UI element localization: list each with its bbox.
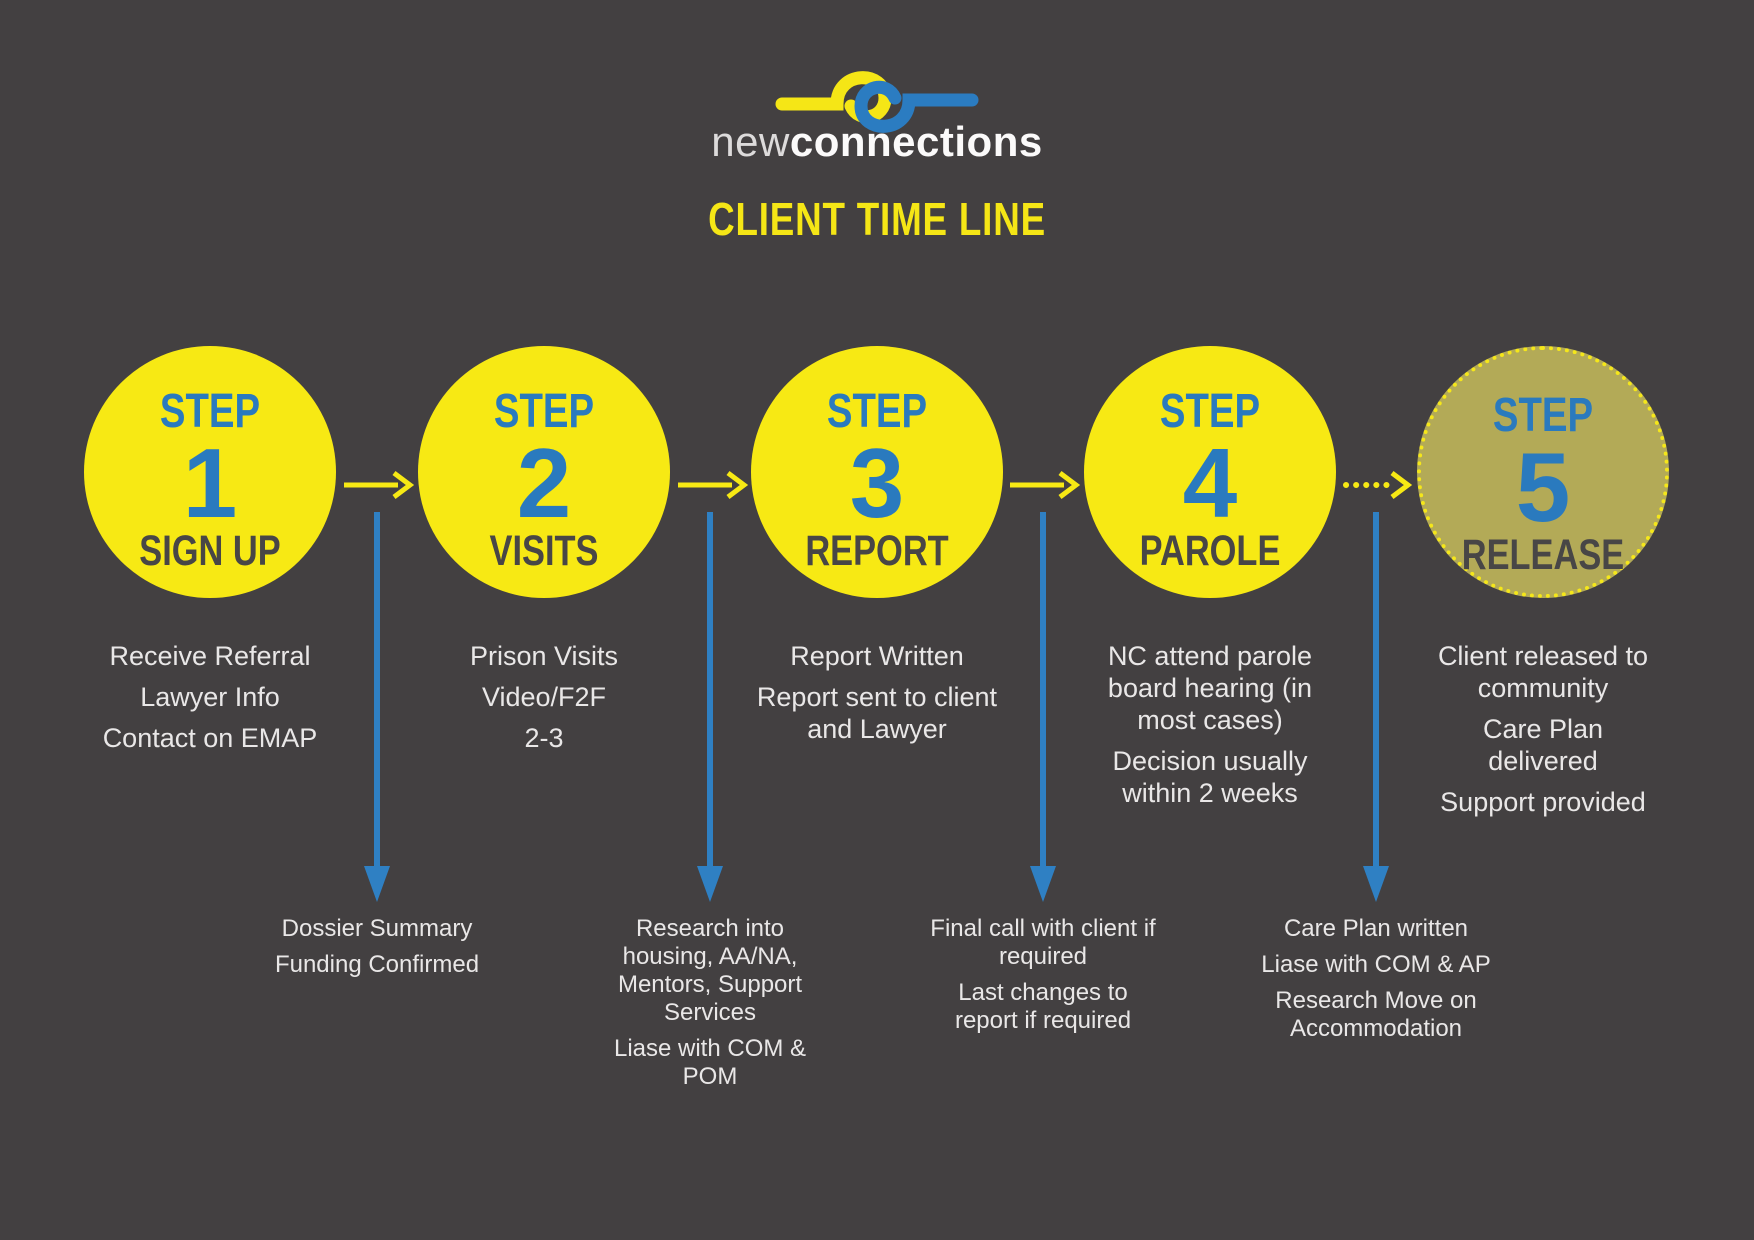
step-4-label: STEP bbox=[1159, 385, 1261, 438]
note-line: Research Move on Accommodation bbox=[1275, 987, 1477, 1042]
step-5-circle: STEP 5 RELEASE bbox=[1417, 346, 1669, 598]
step-4-number: 4 bbox=[1182, 428, 1238, 538]
detail-line: Decision usually within 2 weeks bbox=[1112, 746, 1308, 808]
arrow-step3-to-step4 bbox=[1010, 471, 1081, 499]
arrow-step1-to-step2 bbox=[344, 471, 415, 499]
step-3-number: 3 bbox=[849, 428, 905, 538]
step-3-details: Report Written Report sent to client and… bbox=[717, 640, 1037, 754]
detail-line: Contact on EMAP bbox=[102, 723, 318, 753]
note-line: Final call with client if required bbox=[930, 915, 1156, 970]
step-2-circle: STEP 2 VISITS bbox=[418, 346, 670, 598]
step-2-name: VISITS bbox=[489, 527, 599, 575]
detail-line: Prison Visits bbox=[469, 641, 619, 671]
note-line: Research into housing, AA/NA, Mentors, S… bbox=[617, 915, 803, 1026]
step-4-circle: STEP 4 PAROLE bbox=[1084, 346, 1336, 598]
step-3-name: REPORT bbox=[805, 527, 949, 575]
step-2-label: STEP bbox=[493, 385, 595, 438]
step-3-label: STEP bbox=[826, 385, 928, 438]
step-5-number: 5 bbox=[1515, 432, 1571, 542]
detail-line: Report sent to client and Lawyer bbox=[756, 682, 998, 744]
brand-text-bold: connections bbox=[789, 118, 1043, 165]
step-5-details: Client released to community Care Plan d… bbox=[1383, 640, 1703, 827]
page-title: CLIENT TIME LINE bbox=[708, 193, 1046, 245]
step-3-circle: STEP 3 REPORT bbox=[751, 346, 1003, 598]
detail-line: Client released to community bbox=[1437, 641, 1649, 703]
detail-line: Report Written bbox=[790, 641, 964, 671]
detail-line: Support provided bbox=[1440, 787, 1646, 817]
detail-line: 2-3 bbox=[524, 723, 564, 753]
step-5-label: STEP bbox=[1492, 389, 1594, 442]
detail-line: Video/F2F bbox=[481, 682, 607, 712]
step-1-label: STEP bbox=[159, 385, 261, 438]
step-1-circle: STEP 1 SIGN UP bbox=[84, 346, 336, 598]
notes-after-step-2: Research into housing, AA/NA, Mentors, S… bbox=[540, 915, 880, 1099]
note-line: Liase with COM & POM bbox=[613, 1035, 807, 1090]
detail-line: NC attend parole board hearing (in most … bbox=[1107, 641, 1313, 735]
step-4-name: PAROLE bbox=[1139, 527, 1281, 575]
notes-after-step-1: Dossier Summary Funding Confirmed bbox=[207, 915, 547, 987]
step-1-details: Receive Referral Lawyer Info Contact on … bbox=[50, 640, 370, 763]
step-1-name: SIGN UP bbox=[139, 527, 281, 575]
interlocking-links-logo-icon bbox=[775, 71, 979, 133]
step-4-details: NC attend parole board hearing (in most … bbox=[1050, 640, 1370, 818]
detail-line: Receive Referral bbox=[109, 641, 311, 671]
note-line: Care Plan written bbox=[1283, 915, 1469, 942]
notes-after-step-3: Final call with client if required Last … bbox=[873, 915, 1213, 1043]
brand-wordmark: newconnections bbox=[0, 118, 1754, 166]
detail-line: Lawyer Info bbox=[140, 682, 280, 712]
step-2-number: 2 bbox=[516, 428, 572, 538]
note-line: Last changes to report if required bbox=[954, 979, 1132, 1034]
dotted-arrow-step4-to-step5 bbox=[1343, 471, 1413, 499]
note-line: Funding Confirmed bbox=[274, 951, 480, 978]
note-line: Dossier Summary bbox=[281, 915, 473, 942]
step-2-details: Prison Visits Video/F2F 2-3 bbox=[384, 640, 704, 763]
step-5-name: RELEASE bbox=[1461, 531, 1625, 579]
step-1-number: 1 bbox=[182, 428, 238, 538]
notes-after-step-4: Care Plan written Liase with COM & AP Re… bbox=[1206, 915, 1546, 1051]
note-line: Liase with COM & AP bbox=[1261, 951, 1491, 978]
brand-text-light: new bbox=[711, 118, 790, 165]
detail-line: Care Plan delivered bbox=[1482, 714, 1604, 776]
arrow-step2-to-step3 bbox=[678, 471, 749, 499]
